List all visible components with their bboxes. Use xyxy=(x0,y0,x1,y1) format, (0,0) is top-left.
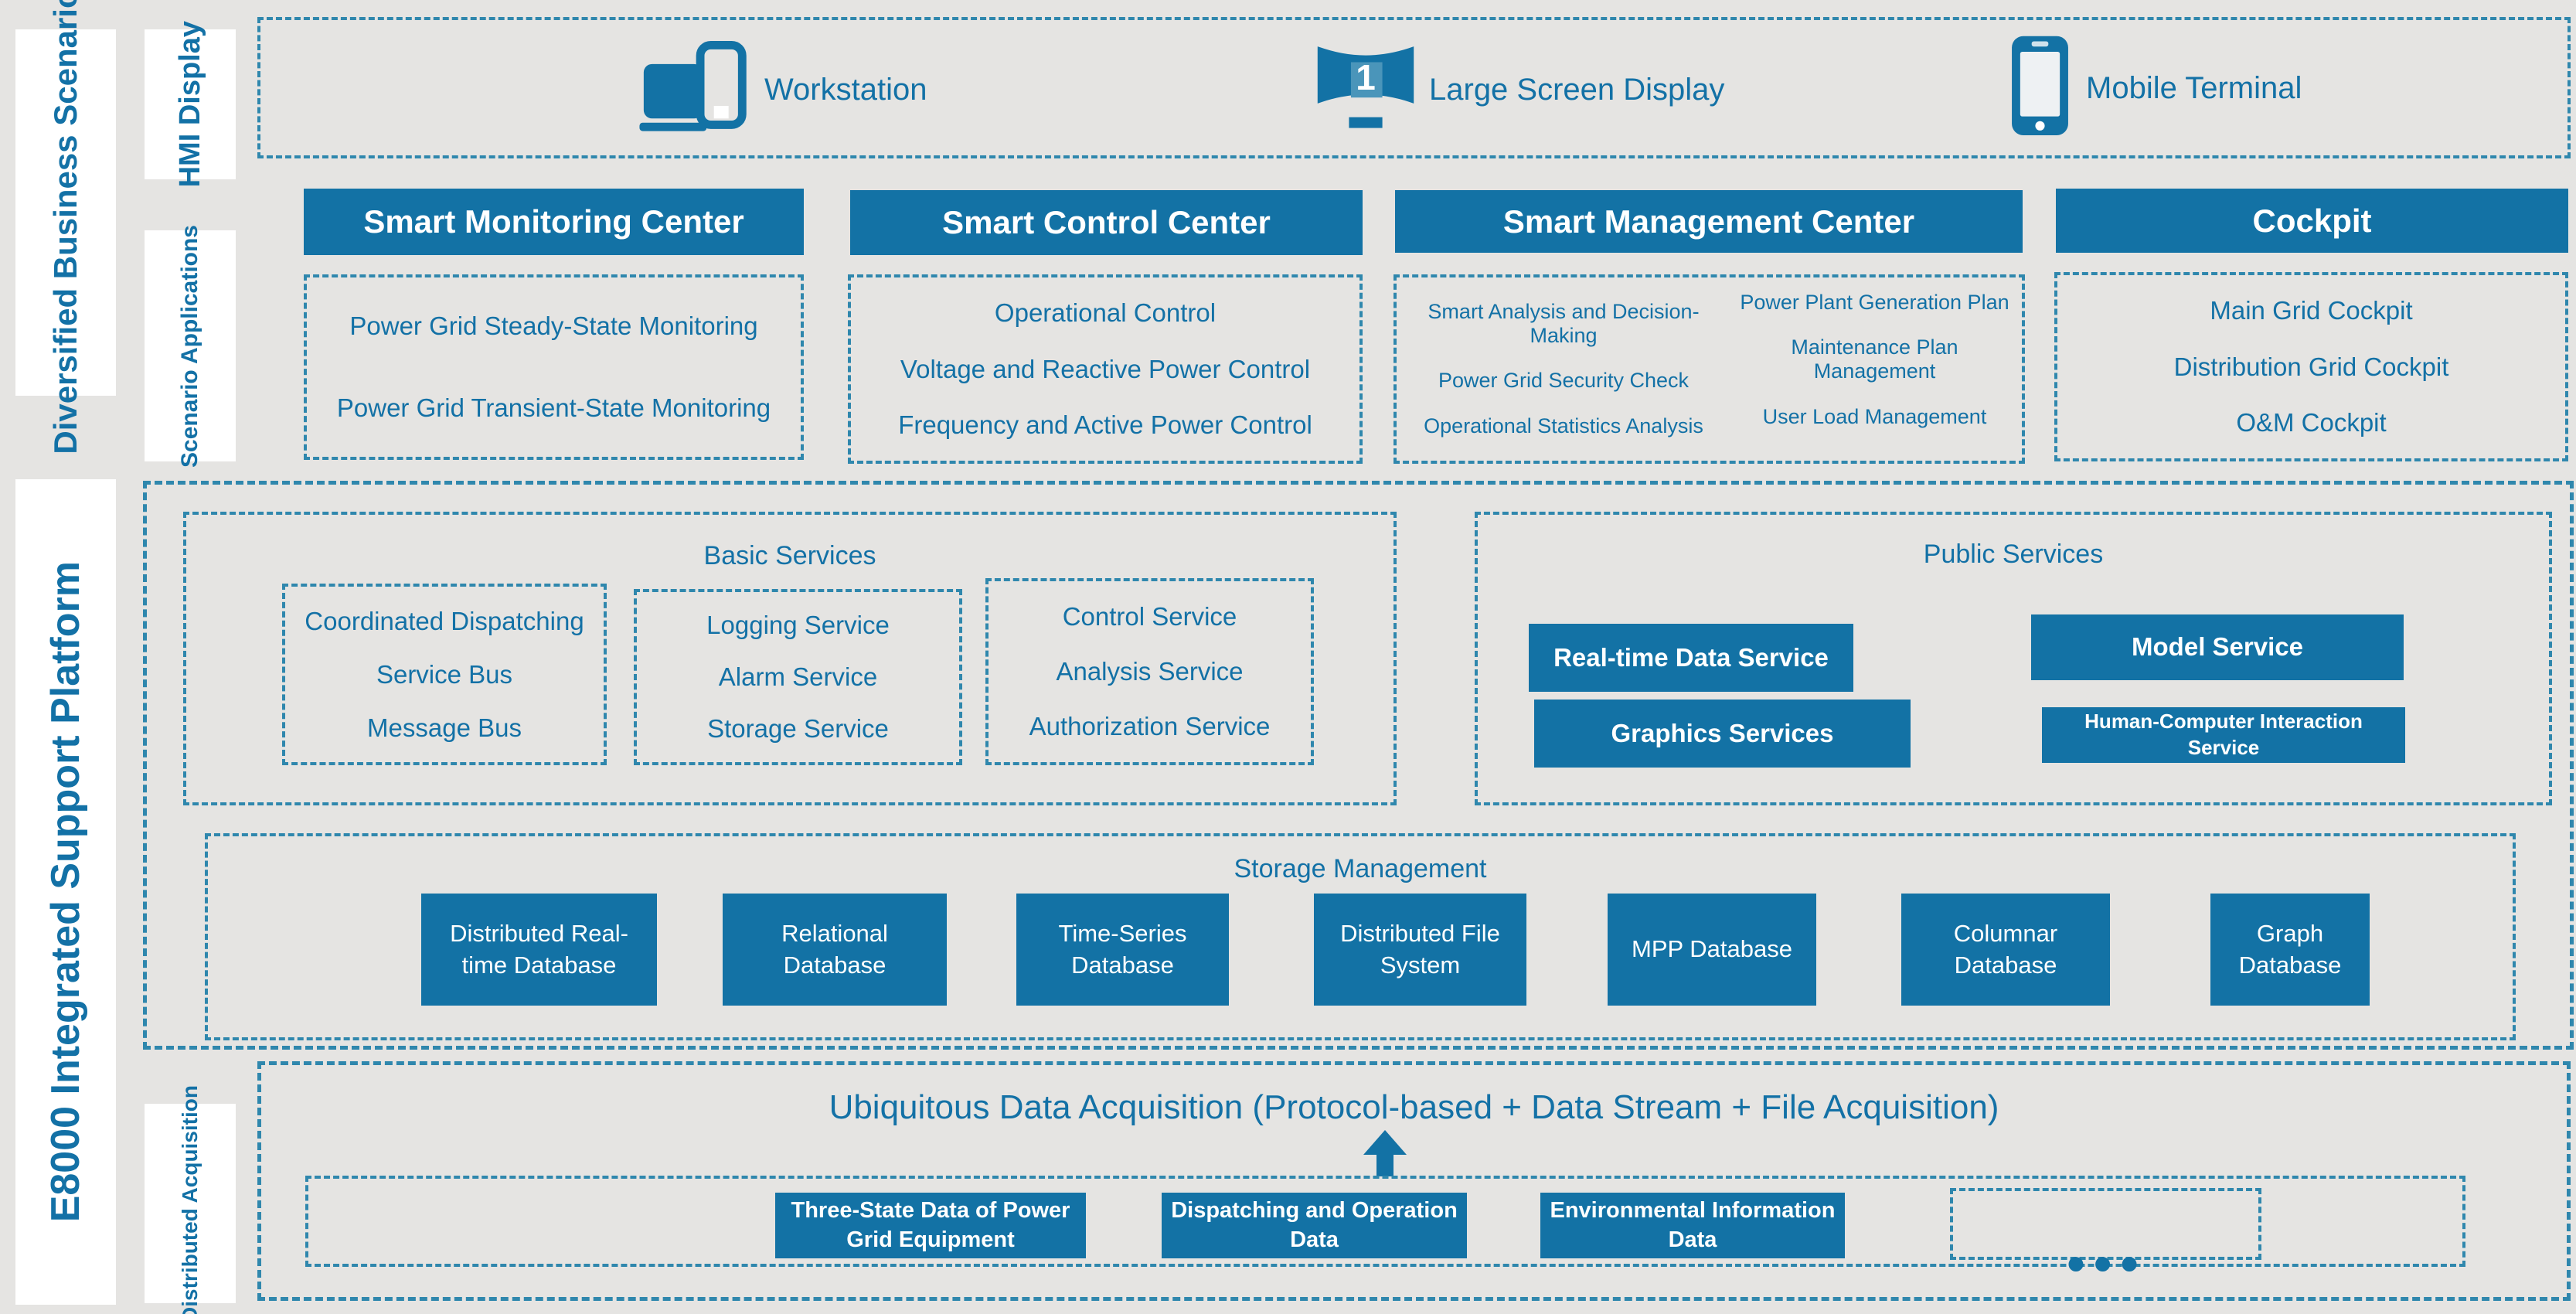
cockpit-box xyxy=(2054,272,2568,461)
control-item: Voltage and Reactive Power Control xyxy=(900,354,1311,383)
basic-service-item: Logging Service xyxy=(706,611,890,640)
public-services-box xyxy=(1475,512,2552,805)
mobile-terminal-item: Mobile Terminal xyxy=(2003,34,2302,142)
workstation-item: Workstation xyxy=(639,39,927,140)
cockpit-item: Main Grid Cockpit xyxy=(2210,296,2413,325)
basic-services-title: Basic Services xyxy=(703,541,876,570)
more-sources-box: ●●● xyxy=(1950,1188,2261,1280)
cockpit-item: O&M Cockpit xyxy=(2236,407,2387,437)
workstation-icon xyxy=(639,40,755,139)
basic-service-item: Service Bus xyxy=(376,659,513,689)
storage-item-distributed-realtime-db: Distributed Real-time Database xyxy=(421,894,657,1006)
control-item: Frequency and Active Power Control xyxy=(898,410,1312,439)
control-item: Operational Control xyxy=(994,298,1217,328)
acquisition-data-row xyxy=(305,1176,2465,1267)
mobile-terminal-icon xyxy=(2003,34,2077,142)
basic-group-3-box xyxy=(985,578,1314,765)
basic-group-3: Control Service Analysis Service Authori… xyxy=(985,578,1314,765)
platform-zone xyxy=(143,481,2574,1050)
e8000-label-text: E8000 Integrated Support Platform xyxy=(43,561,88,1223)
cockpit-item: Distribution Grid Cockpit xyxy=(2173,352,2449,381)
up-arrow-icon xyxy=(1362,1130,1408,1178)
storage-item-relational-db: Relational Database xyxy=(723,894,947,1006)
management-item: Power Plant Generation Plan xyxy=(1740,290,2009,314)
dispatching-operation-data-box: Dispatching and Operation Data xyxy=(1162,1193,1467,1258)
basic-group-2-box xyxy=(634,589,962,765)
basic-group-1-box xyxy=(282,584,607,765)
monitoring-item: Power Grid Steady-State Monitoring xyxy=(349,311,758,341)
storage-item-columnar-db: Columnar Database xyxy=(1901,894,2110,1006)
management-item: User Load Management xyxy=(1762,405,1987,429)
smart-control-center-box xyxy=(848,274,1363,464)
storage-item-distributed-fs: Distributed File System xyxy=(1314,894,1526,1006)
hmi-display-section: Workstation 1 Large Screen Display xyxy=(257,17,2571,158)
distributed-label-text: Distributed Acquisition xyxy=(178,1084,202,1314)
management-item: Power Grid Security Check xyxy=(1438,369,1690,393)
acquisition-title: Ubiquitous Data Acquisition (Protocol-ba… xyxy=(829,1088,1999,1126)
large-screen-item: 1 Large Screen Display xyxy=(1312,39,1724,140)
management-item: Smart Analysis and Decision-Making xyxy=(1428,299,1700,347)
large-screen-icon: 1 xyxy=(1312,39,1420,141)
diversified-label-text: Diversified Business Scenarios xyxy=(47,0,83,454)
smart-management-center-header: Smart Management Center xyxy=(1395,190,2023,253)
smart-monitoring-center-items: Power Grid Steady-State Monitoring Power… xyxy=(304,274,804,460)
label-hmi-display: HMI Display xyxy=(145,21,236,188)
basic-services-box xyxy=(183,512,1397,805)
basic-service-item: Analysis Service xyxy=(1056,657,1244,686)
management-item: Maintenance Plan Management xyxy=(1791,335,1958,383)
three-state-data-box: Three-State Data of Power Grid Equipment xyxy=(775,1193,1086,1258)
label-diversified-business-scenarios: Diversified Business Scenarios xyxy=(15,0,116,454)
smart-control-center-items: Operational Control Voltage and Reactive… xyxy=(848,274,1363,464)
cockpit-header: Cockpit xyxy=(2056,189,2568,253)
model-service-button: Model Service xyxy=(2031,614,2404,680)
environmental-information-data-box: Environmental Information Data xyxy=(1540,1193,1845,1258)
management-item: Operational Statistics Analysis xyxy=(1424,414,1703,438)
smart-monitoring-center-header: Smart Monitoring Center xyxy=(304,189,804,255)
basic-service-item: Authorization Service xyxy=(1029,712,1271,741)
hci-service-button: Human-Computer Interaction Service xyxy=(2042,707,2405,763)
basic-service-item: Storage Service xyxy=(707,713,889,743)
acquisition-zone xyxy=(257,1061,2571,1301)
screen-number: 1 xyxy=(1356,57,1376,98)
hmi-label-text: HMI Display xyxy=(173,21,206,188)
management-items-left: Smart Analysis and Decision-Making Power… xyxy=(1401,278,1726,460)
basic-service-item: Alarm Service xyxy=(718,662,878,692)
workstation-label: Workstation xyxy=(764,72,927,107)
smart-control-center-header: Smart Control Center xyxy=(850,190,1363,255)
smart-management-center-box xyxy=(1393,274,2025,464)
graphics-services-button: Graphics Services xyxy=(1534,700,1911,768)
cockpit-items: Main Grid Cockpit Distribution Grid Cock… xyxy=(2054,272,2568,461)
label-distributed-acquisition: Distributed Acquisition xyxy=(145,1085,236,1314)
realtime-data-service-button: Real-time Data Service xyxy=(1529,624,1853,692)
scenario-label-text: Scenario Applications xyxy=(177,224,202,468)
storage-item-mpp-db: MPP Database xyxy=(1608,894,1816,1006)
monitoring-item: Power Grid Transient-State Monitoring xyxy=(336,393,771,423)
storage-management-box xyxy=(205,833,2516,1040)
basic-service-item: Control Service xyxy=(1062,601,1237,631)
basic-group-1: Coordinated Dispatching Service Bus Mess… xyxy=(282,584,607,765)
storage-item-graph-db: Graph Database xyxy=(2210,894,2370,1006)
storage-management-title: Storage Management xyxy=(1234,854,1487,883)
basic-service-item: Coordinated Dispatching xyxy=(305,606,584,635)
label-scenario-applications: Scenario Applications xyxy=(145,225,236,467)
smart-monitoring-center-box xyxy=(304,274,804,460)
ellipsis-dots: ●●● xyxy=(2065,1244,2146,1282)
basic-group-2: Logging Service Alarm Service Storage Se… xyxy=(634,589,962,765)
mobile-terminal-label: Mobile Terminal xyxy=(2086,70,2302,105)
public-services-title: Public Services xyxy=(1923,540,2104,569)
label-e8000-platform: E8000 Integrated Support Platform xyxy=(15,479,116,1305)
storage-item-timeseries-db: Time-Series Database xyxy=(1016,894,1229,1006)
management-items-right: Power Plant Generation Plan Maintenance … xyxy=(1726,269,2023,451)
large-screen-label: Large Screen Display xyxy=(1429,72,1725,107)
basic-service-item: Message Bus xyxy=(367,713,522,742)
